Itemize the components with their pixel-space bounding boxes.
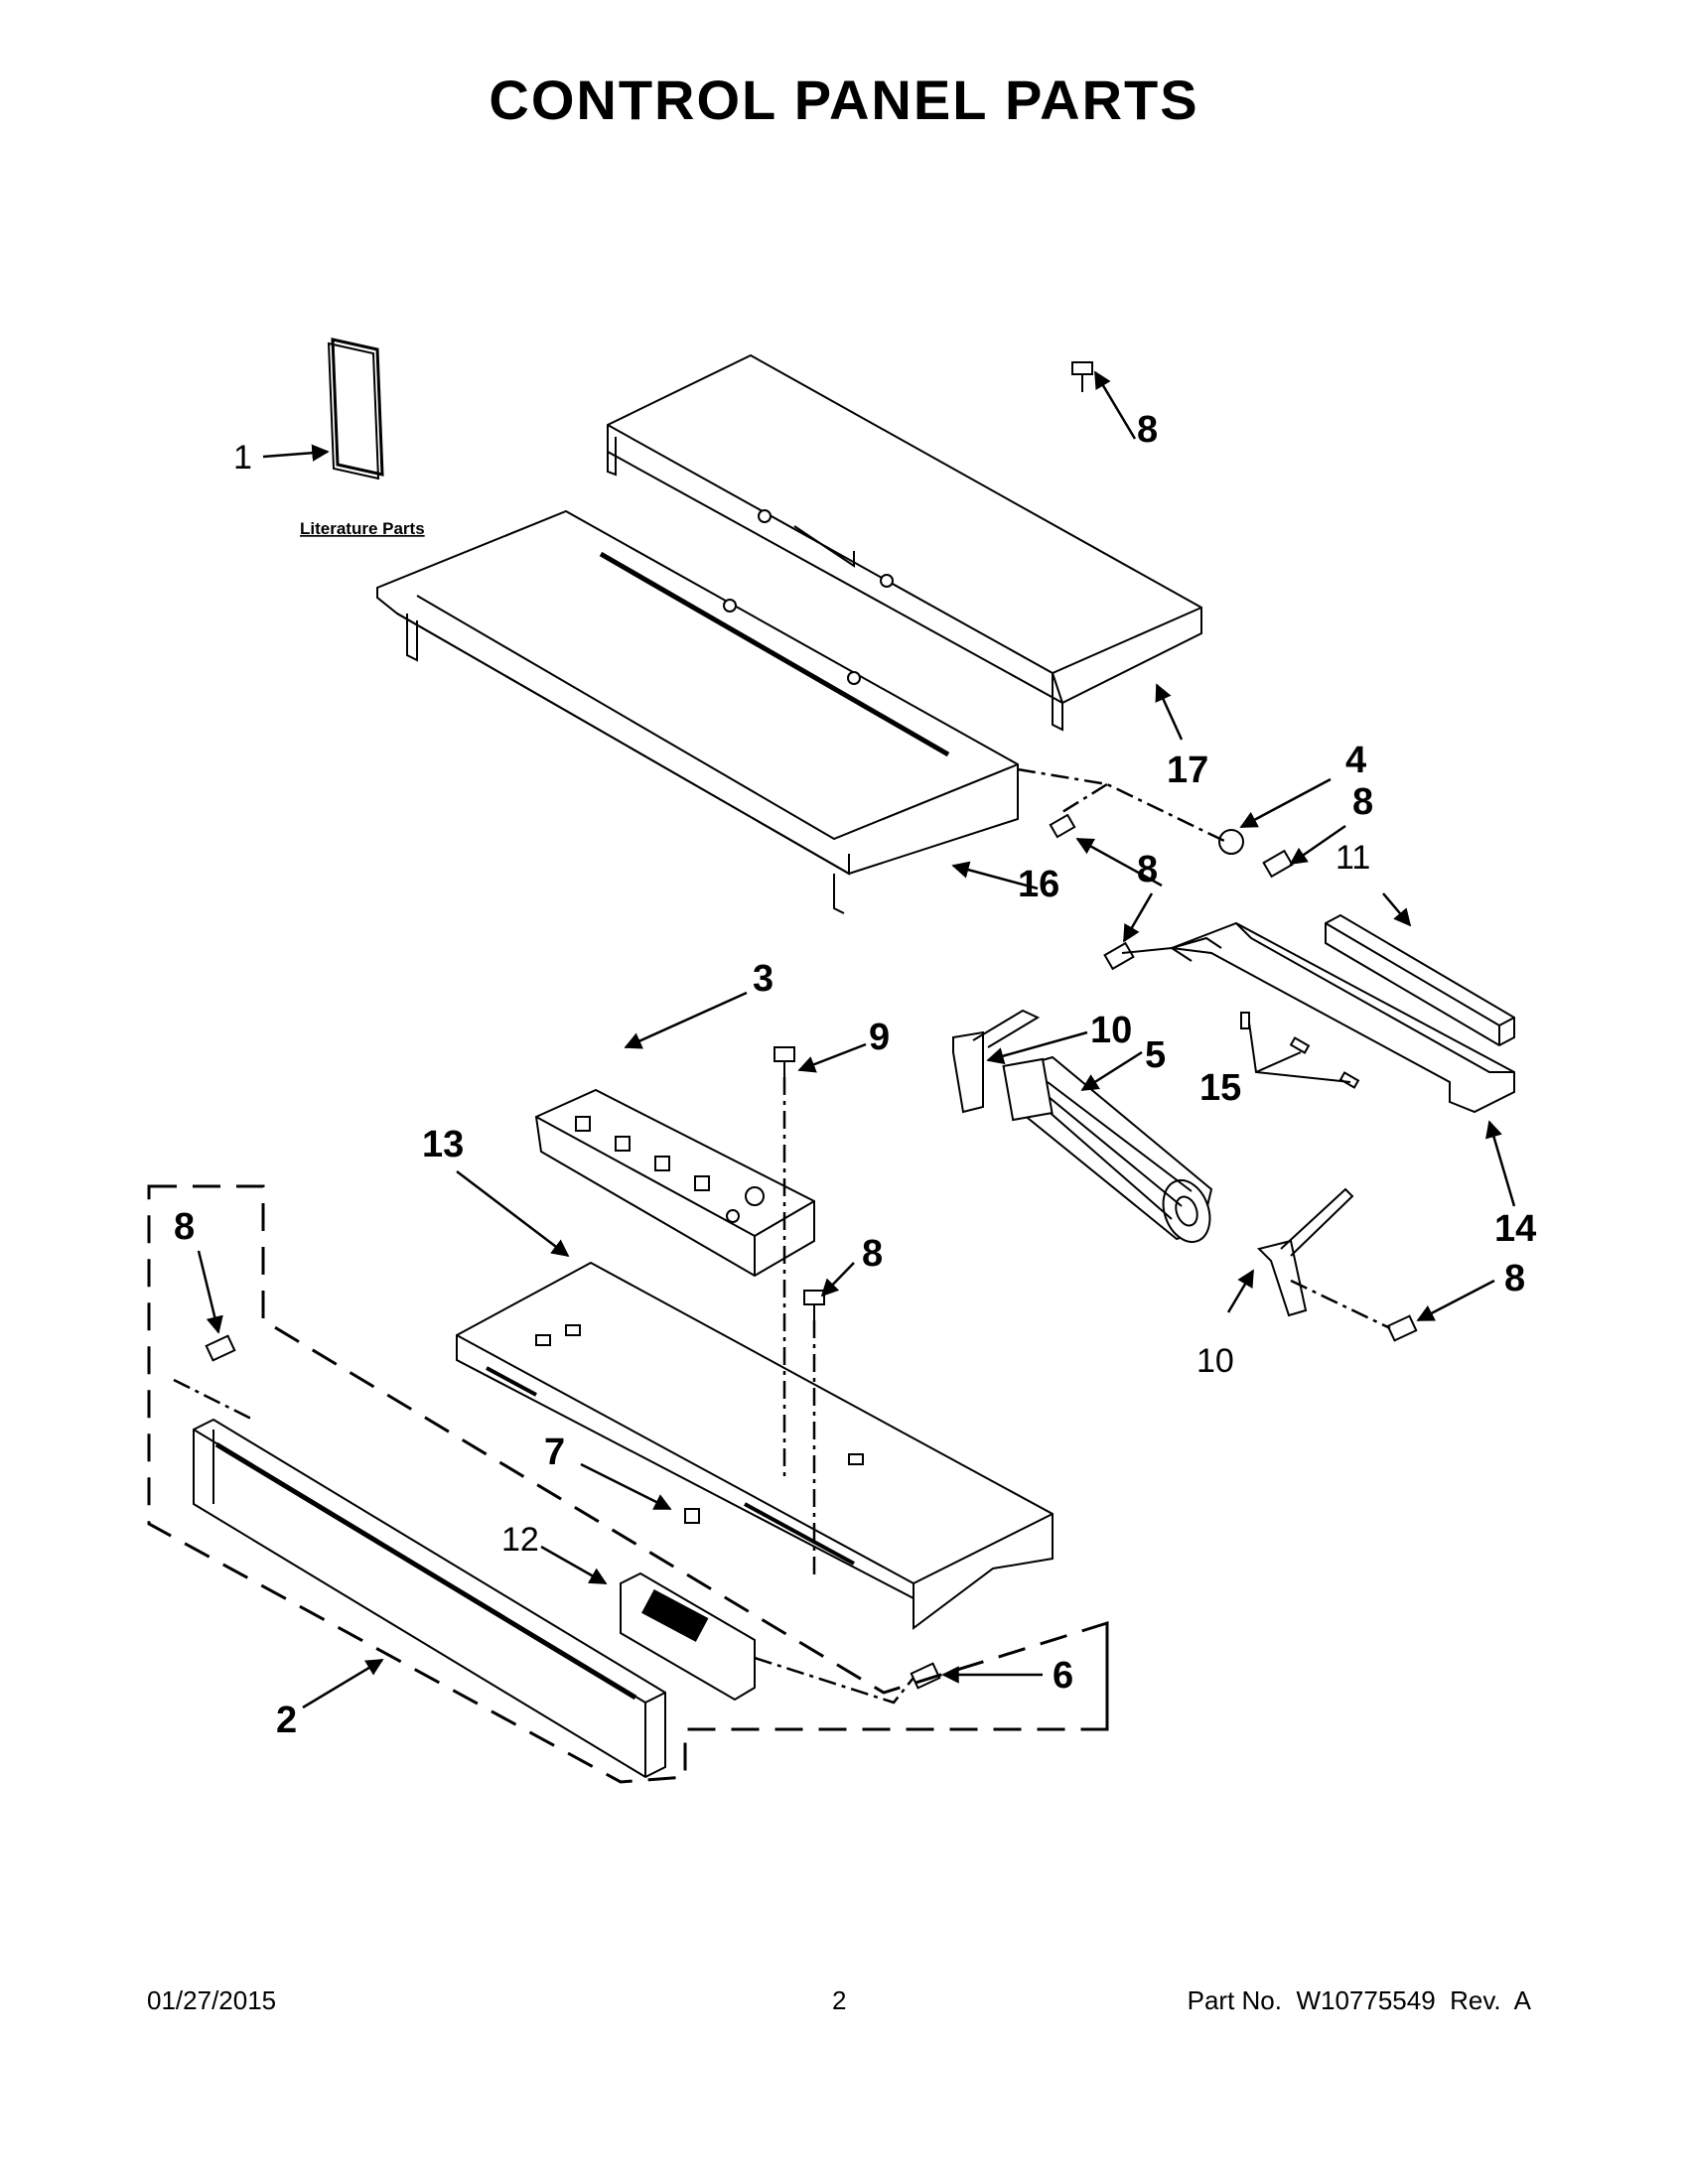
footer-part-number: Part No. W10775549 Rev. A [1187,1985,1531,2015]
screw-icons [205,361,1418,1690]
page-title: CONTROL PANEL PARTS [489,68,1199,131]
callout-8-left: 8 [174,1206,195,1248]
footer-date: 01/27/2015 [147,1985,277,2015]
dashed-boundary-lines [147,1184,1109,1784]
part-upper-panel [607,353,1202,732]
callout-1: 1 [233,439,252,477]
callout-8-top: 8 [1137,409,1158,451]
callout-15: 15 [1199,1067,1241,1109]
callout-7: 7 [544,1432,565,1473]
part-control-board [534,1088,815,1278]
callout-arrows [197,370,1516,1709]
assembly-leader-lines [1121,936,1351,1083]
part-blower-fan [1002,1055,1213,1243]
callout-11: 11 [1336,839,1370,877]
callout-8-mid: 8 [1137,849,1158,890]
callout-13: 13 [422,1124,464,1165]
callout-8-lower-right: 8 [1504,1258,1525,1299]
callout-6: 6 [1053,1655,1073,1697]
callout-10-lower: 10 [1196,1342,1234,1380]
callout-16: 16 [1018,864,1059,905]
callout-17: 17 [1167,750,1208,791]
part-mounting-plate [456,1261,1054,1630]
callout-8-right-washer: 8 [1352,781,1373,823]
callout-8-plate: 8 [862,1233,883,1275]
callout-5: 5 [1145,1034,1166,1076]
part-foam-strip [1325,913,1515,1047]
callout-12: 12 [501,1521,539,1559]
part-control-panel-trim [193,1418,666,1779]
callout-9: 9 [869,1017,890,1058]
callout-10-upper: 10 [1090,1010,1132,1051]
part-fan-bracket-lower [1257,1187,1354,1317]
literature-parts-label: Literature Parts [300,519,425,538]
part-display-board [620,1571,756,1702]
callout-3: 3 [753,958,774,1000]
callout-4: 4 [1345,740,1366,781]
callout-2: 2 [276,1700,297,1741]
callout-14: 14 [1494,1208,1536,1250]
part-literature-booklet [327,338,384,480]
footer-page-number: 2 [832,1985,847,2015]
dash-dot-assembly-lines [173,767,1391,1705]
part-lower-panel [376,509,1019,914]
part-fan-bracket-upper [952,1009,1041,1114]
part-side-bracket [1171,921,1515,1114]
part-clips [1240,1012,1360,1089]
